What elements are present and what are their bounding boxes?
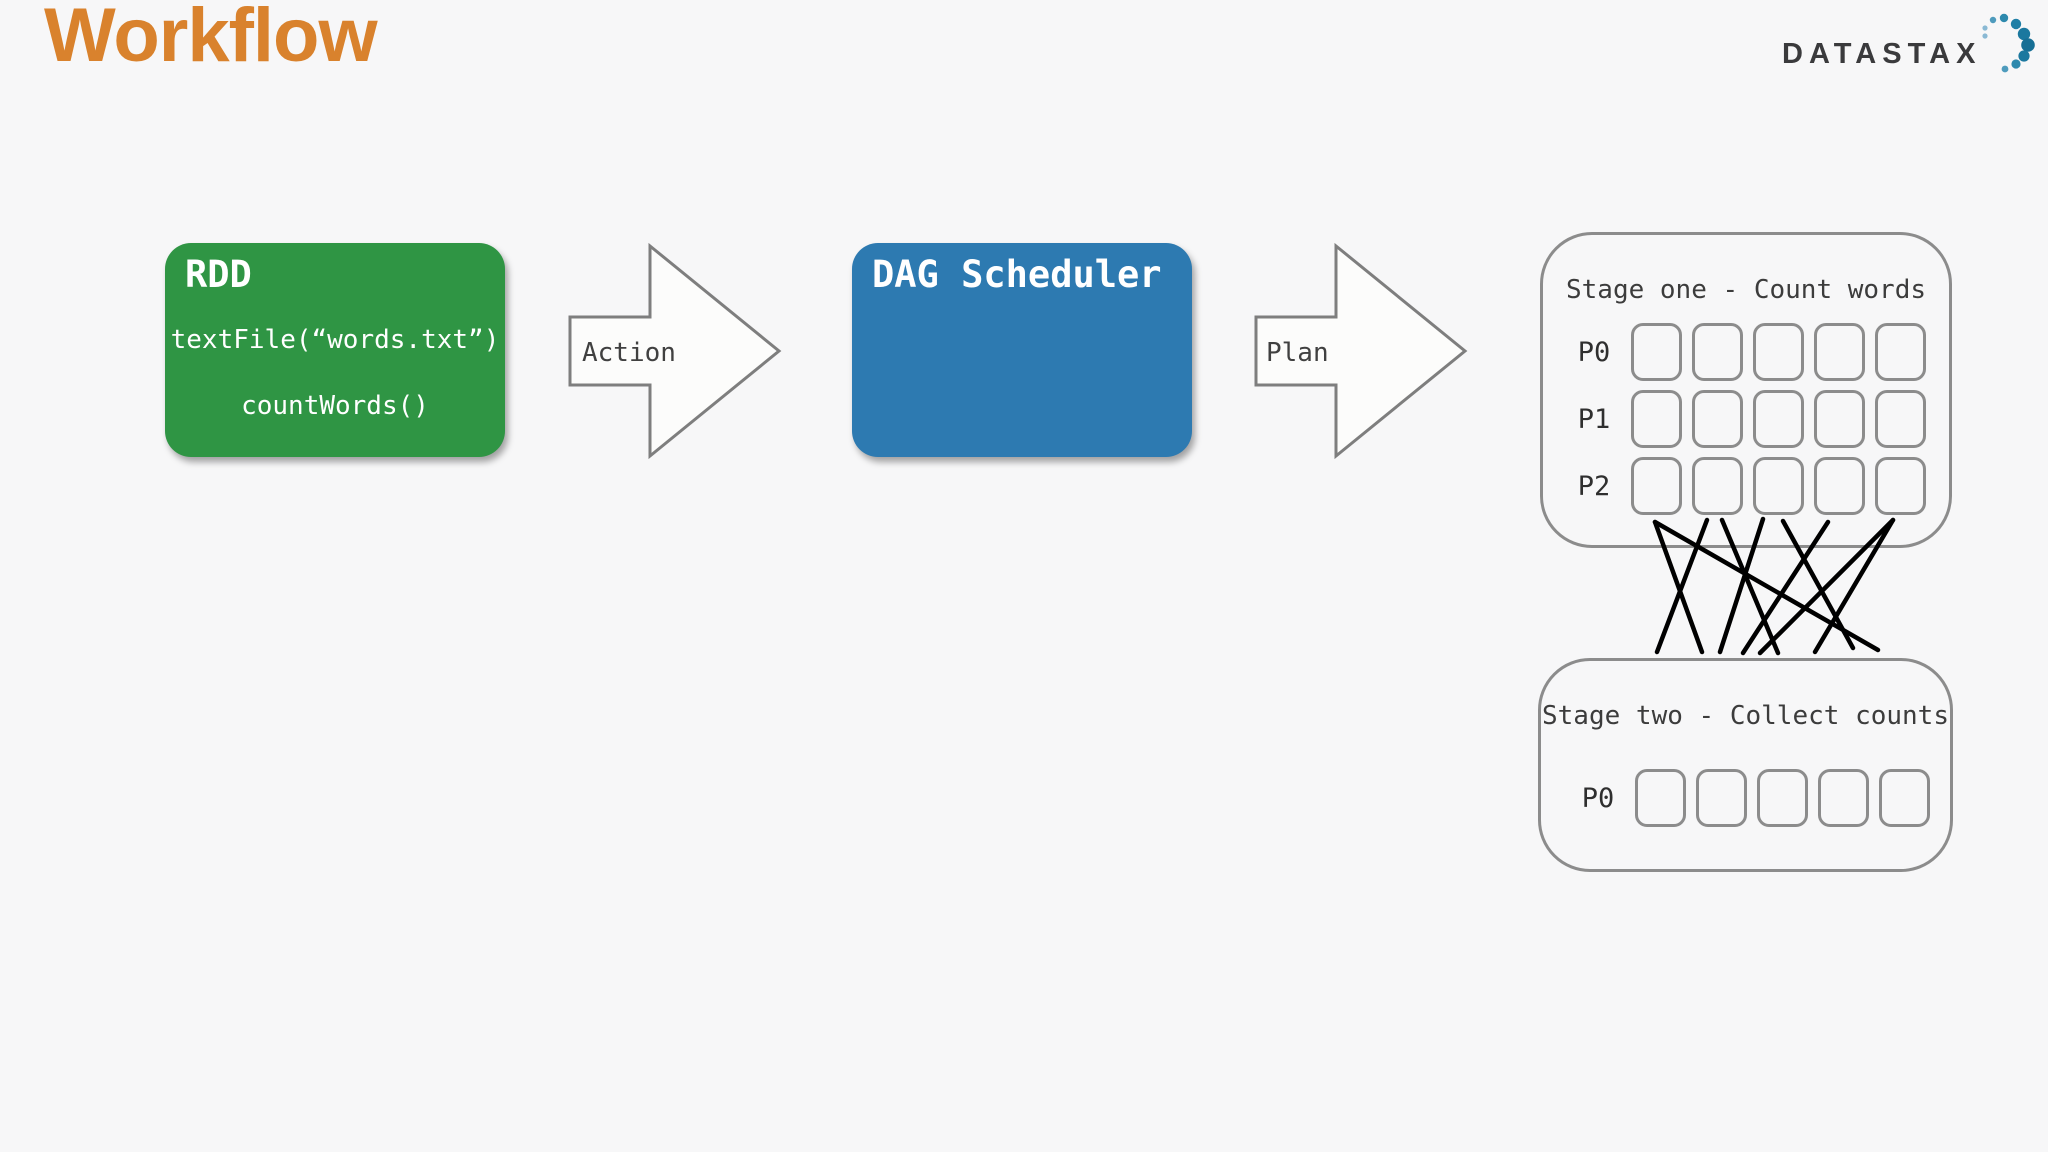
partition-cell xyxy=(1814,457,1865,515)
partition-cell xyxy=(1875,323,1926,381)
partition-cell xyxy=(1879,769,1930,827)
partition-cell xyxy=(1696,769,1747,827)
plan-arrow-label: Plan xyxy=(1266,338,1329,368)
stage-two-rows: P0 xyxy=(1571,769,1930,836)
dag-box-title: DAG Scheduler xyxy=(872,253,1162,296)
action-arrow-icon xyxy=(568,242,782,460)
shuffle-line xyxy=(1719,517,1781,656)
datastax-logo: DATASTAX xyxy=(1782,0,2048,90)
rdd-box: RDD textFile(“words.txt”) countWords() xyxy=(165,243,505,457)
partition-row: P0 xyxy=(1567,323,1926,381)
action-arrow-label: Action xyxy=(582,338,676,368)
shuffle-line xyxy=(1740,519,1831,656)
partition-row: P0 xyxy=(1571,769,1930,827)
shuffle-line xyxy=(1717,516,1766,655)
partition-cell xyxy=(1692,323,1743,381)
page-title: Workflow xyxy=(44,0,378,78)
shuffle-line xyxy=(1654,517,1710,655)
partition-cell xyxy=(1814,390,1865,448)
datastax-logo-text: DATASTAX xyxy=(1782,38,1982,70)
stage-two-box: Stage two - Collect counts P0 xyxy=(1538,658,1953,872)
partition-label: P2 xyxy=(1577,470,1611,502)
partition-cell xyxy=(1753,457,1804,515)
stage-two-title: Stage two - Collect counts xyxy=(1542,701,1949,731)
partition-cell xyxy=(1635,769,1686,827)
shuffle-lines xyxy=(1652,516,1896,656)
partition-row: P2 xyxy=(1567,457,1926,515)
rdd-box-title: RDD xyxy=(185,253,252,296)
shuffle-line xyxy=(1757,517,1896,656)
dag-scheduler-box: DAG Scheduler xyxy=(852,243,1192,457)
partition-cell xyxy=(1692,457,1743,515)
shuffle-line xyxy=(1812,517,1896,655)
partition-cell xyxy=(1814,323,1865,381)
partition-cell xyxy=(1757,769,1808,827)
shuffle-line xyxy=(1652,519,1705,655)
partition-cell xyxy=(1631,457,1682,515)
partition-cell xyxy=(1631,390,1682,448)
partition-cell xyxy=(1692,390,1743,448)
partition-cell xyxy=(1875,457,1926,515)
partition-label: P0 xyxy=(1581,782,1615,814)
rdd-code-line-2: countWords() xyxy=(241,391,429,421)
partition-cell xyxy=(1631,323,1682,381)
partition-cell xyxy=(1753,323,1804,381)
stage-one-title: Stage one - Count words xyxy=(1565,275,1927,305)
partition-label: P1 xyxy=(1577,403,1611,435)
datastax-dots-icon xyxy=(1982,13,2035,73)
plan-arrow-icon xyxy=(1254,242,1468,460)
rdd-code-line-1: textFile(“words.txt”) xyxy=(170,325,500,355)
partition-cell xyxy=(1818,769,1869,827)
partition-label: P0 xyxy=(1577,336,1611,368)
shuffle-line xyxy=(1780,518,1856,651)
partition-cell xyxy=(1875,390,1926,448)
partition-cell xyxy=(1753,390,1804,448)
partition-row: P1 xyxy=(1567,390,1926,448)
